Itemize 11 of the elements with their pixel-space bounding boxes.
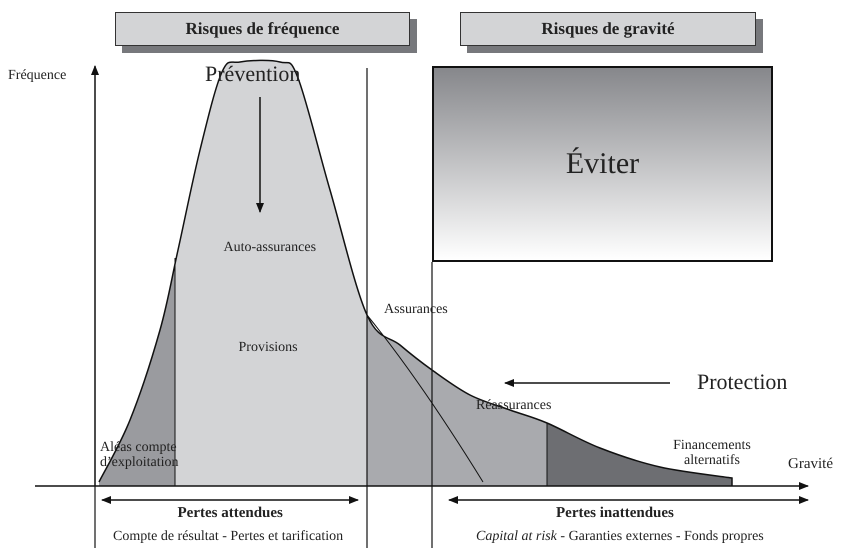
region-label: Provisions — [238, 340, 298, 356]
axis-label: Fréquence — [8, 68, 66, 84]
avoid-box: Éviter — [432, 66, 773, 262]
region-label: Auto-assurances — [224, 240, 316, 256]
note-text: Compte de résultat - Pertes et tarification — [113, 529, 344, 544]
strategy-label: Protection — [697, 370, 788, 394]
region-label: Financements alternatifs — [672, 438, 752, 469]
note-text: Capital at risk - Garanties externes - Fonds propres — [476, 529, 764, 544]
loss-label: Pertes attendues — [178, 505, 283, 522]
axis-label: Gravité — [788, 456, 833, 472]
loss-label: Pertes inattendues — [556, 505, 674, 522]
